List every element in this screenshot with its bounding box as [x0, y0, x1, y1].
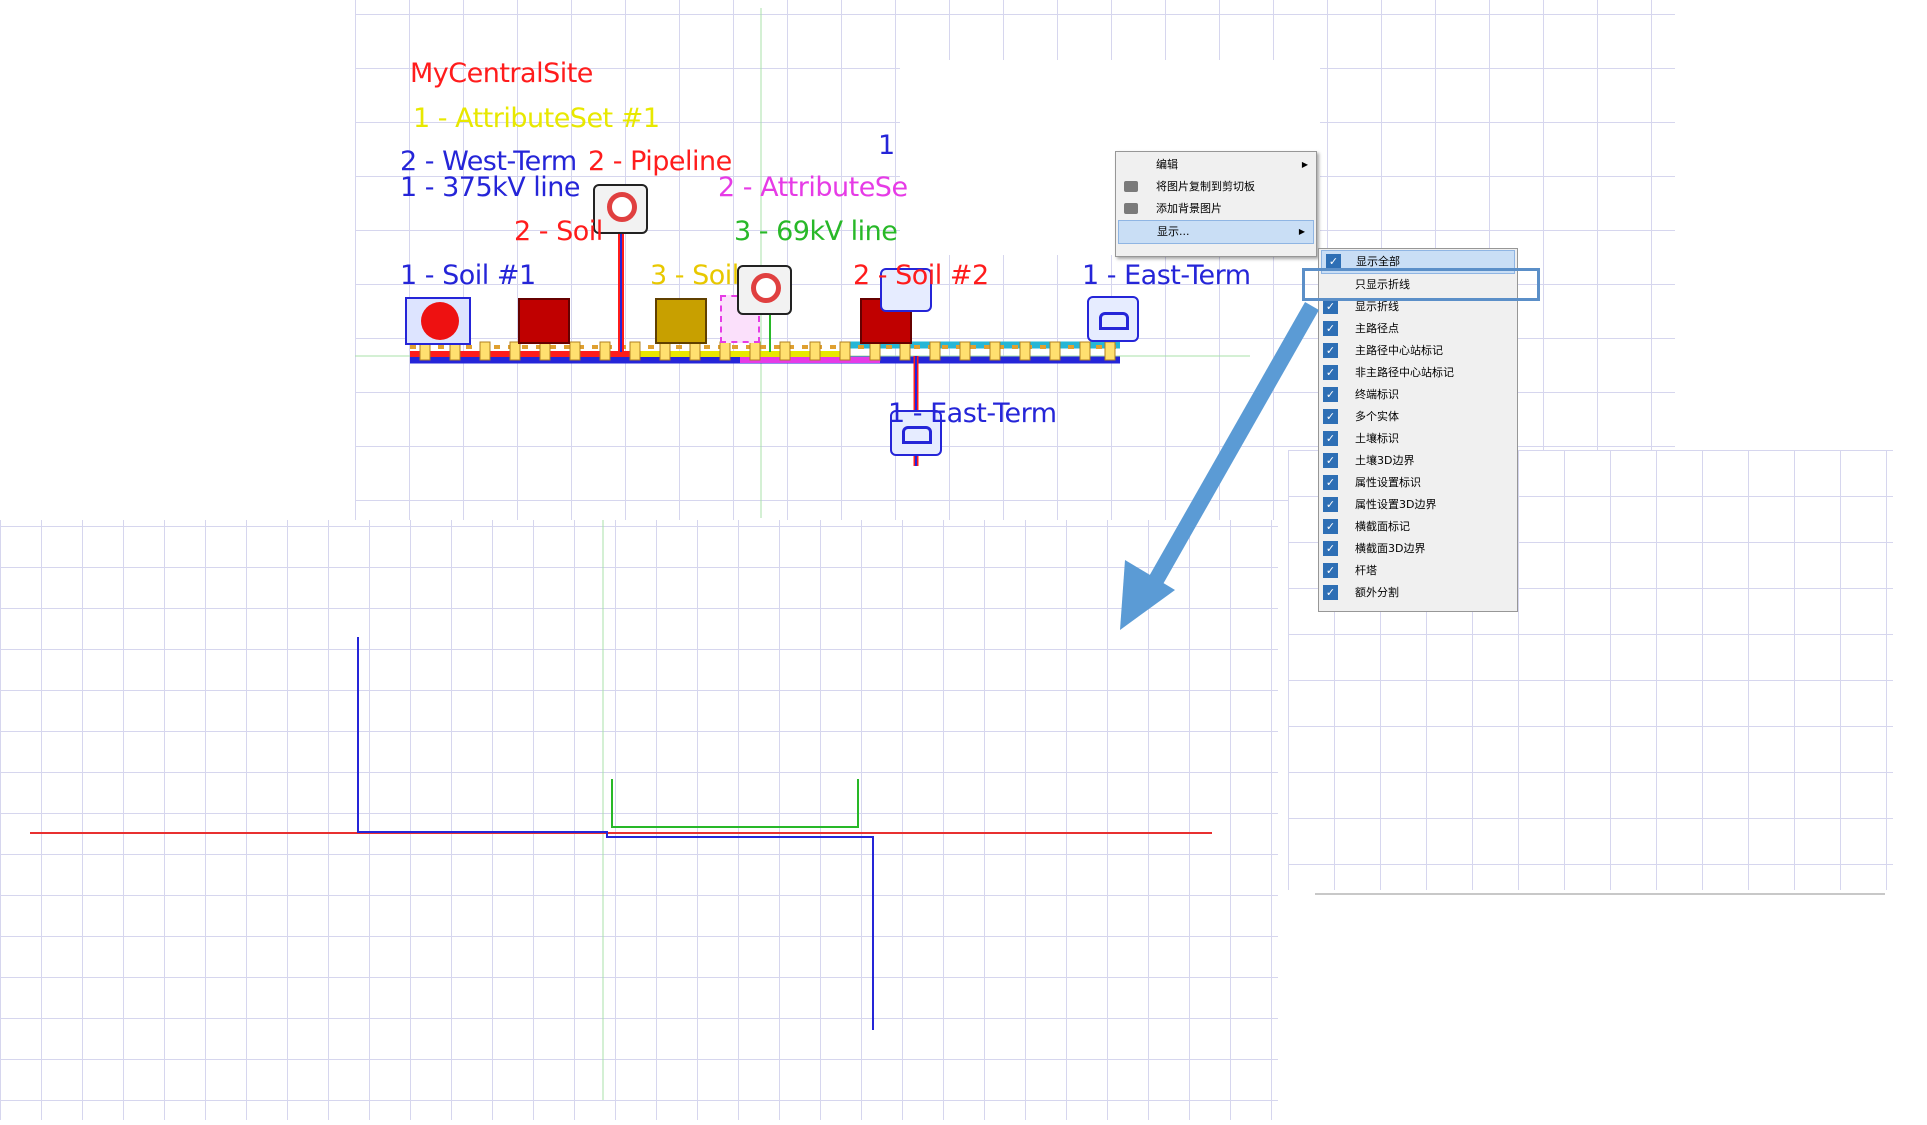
check-icon: ✓	[1323, 519, 1338, 534]
pipeline-label: 2 - Pipeline	[588, 146, 732, 177]
submenu-item-label: 多个实体	[1355, 410, 1399, 423]
check-icon: ✓	[1323, 497, 1338, 512]
display-submenu: ✓ 显示全部 只显示折线 ✓ 显示折线 ✓ 主路径点 ✓ 主路径中心站标记 ✓ …	[1318, 248, 1518, 612]
add-background-icon	[1124, 203, 1138, 214]
submenu-item-terminal-markers[interactable]: ✓ 终端标识	[1319, 384, 1517, 406]
grid-bottom-edge	[1315, 893, 1885, 895]
menu-item-display-label: 显示...	[1157, 225, 1190, 238]
check-icon: ✓	[1323, 563, 1338, 578]
check-icon: ✓	[1323, 409, 1338, 424]
menu-item-add-background[interactable]: 添加背景图片	[1116, 198, 1316, 220]
east-term-node[interactable]	[1087, 296, 1139, 342]
check-icon: ✓	[1323, 541, 1338, 556]
site-name-label: MyCentralSite	[410, 58, 593, 89]
check-icon: ✓	[1323, 453, 1338, 468]
soil-1-circle	[421, 302, 459, 340]
soil-2-label: 2 - Soil #2	[853, 260, 989, 291]
callout-arrow-shaft	[1148, 302, 1319, 586]
east-term-label: 1 - East-Term	[1082, 260, 1251, 291]
375kv-line-label: 1 - 375kV line	[400, 172, 581, 203]
submenu-item-attribute-set-markers[interactable]: ✓ 属性设置标识	[1319, 472, 1517, 494]
bottom-polyline-grid	[0, 520, 1278, 1120]
submenu-item-label: 主路径中心站标记	[1355, 344, 1443, 357]
69kv-line-label: 3 - 69kV line	[734, 216, 898, 247]
east-term-lower-building-icon	[902, 426, 932, 444]
pipeline-target-ring	[607, 192, 637, 222]
stray-1-label: 1	[878, 130, 895, 161]
submenu-item-attribute-set-3d-boundary[interactable]: ✓ 属性设置3D边界	[1319, 494, 1517, 516]
check-icon: ✓	[1323, 431, 1338, 446]
submenu-arrow-icon: ▶	[1298, 227, 1305, 236]
soil-2-top-node[interactable]	[518, 298, 570, 344]
west-term-soil2-icon[interactable]	[880, 268, 932, 312]
check-icon: ✓	[1323, 475, 1338, 490]
menu-item-add-background-label: 添加背景图片	[1156, 202, 1222, 215]
submenu-item-label: 主路径点	[1355, 322, 1399, 335]
submenu-arrow-icon: ▶	[1301, 160, 1308, 169]
submenu-item-label: 属性设置3D边界	[1355, 498, 1437, 511]
submenu-item-label: 横截面3D边界	[1355, 542, 1426, 555]
callout-arrow-head	[1120, 560, 1175, 630]
submenu-item-main-path-points[interactable]: ✓ 主路径点	[1319, 318, 1517, 340]
east-term-lower-node[interactable]	[890, 410, 942, 456]
submenu-item-extra-splits[interactable]: ✓ 额外分割	[1319, 582, 1517, 604]
submenu-item-towers[interactable]: ✓ 杆塔	[1319, 560, 1517, 582]
menu-item-edit-label: 编辑	[1156, 158, 1178, 171]
menu-item-copy-image[interactable]: 将图片复制到剪切板	[1116, 176, 1316, 198]
check-icon: ✓	[1323, 365, 1338, 380]
soil-3-node[interactable]	[655, 298, 707, 344]
menu-item-copy-image-label: 将图片复制到剪切板	[1156, 180, 1255, 193]
right-side-grid	[1288, 450, 1893, 890]
soil-3-label: 3 - Soil	[650, 260, 739, 291]
attribute-set-2-label: 2 - AttributeSe	[718, 172, 908, 203]
attribute-set-1-label: 1 - AttributeSet #1	[413, 103, 660, 134]
check-icon: ✓	[1323, 321, 1338, 336]
submenu-item-label: 横截面标记	[1355, 520, 1410, 533]
polyline-green-path	[611, 779, 859, 828]
menu-item-edit[interactable]: 编辑 ▶	[1116, 154, 1316, 176]
submenu-item-label: 土壤标识	[1355, 432, 1399, 445]
check-icon: ✓	[1323, 299, 1338, 314]
check-icon: ✓	[1326, 254, 1341, 269]
submenu-item-soil-markers[interactable]: ✓ 土壤标识	[1319, 428, 1517, 450]
submenu-item-label: 土壤3D边界	[1355, 454, 1415, 467]
submenu-item-soil-3d-boundary[interactable]: ✓ 土壤3D边界	[1319, 450, 1517, 472]
submenu-item-multiple-entities[interactable]: ✓ 多个实体	[1319, 406, 1517, 428]
submenu-item-label: 只显示折线	[1355, 278, 1410, 291]
submenu-item-label: 终端标识	[1355, 388, 1399, 401]
check-icon: ✓	[1323, 343, 1338, 358]
pipeline-target-icon[interactable]	[593, 184, 648, 234]
west-term-label: 2 - West-Term	[400, 146, 577, 177]
submenu-item-label: 非主路径中心站标记	[1355, 366, 1454, 379]
submenu-item-show-polyline[interactable]: ✓ 显示折线	[1319, 296, 1517, 318]
check-icon: ✓	[1323, 387, 1338, 402]
soil-2-top-label: 2 - Soil	[514, 216, 603, 247]
submenu-item-label: 属性设置标识	[1355, 476, 1421, 489]
east-term-building-icon	[1099, 312, 1129, 330]
attribute-target-icon[interactable]	[737, 265, 792, 315]
submenu-item-label: 显示折线	[1355, 300, 1399, 313]
submenu-item-non-main-path-hub-markers[interactable]: ✓ 非主路径中心站标记	[1319, 362, 1517, 384]
highlight-box	[1302, 268, 1540, 301]
context-menu: 编辑 ▶ 将图片复制到剪切板 添加背景图片 显示... ▶	[1115, 151, 1317, 257]
submenu-item-cross-section-markers[interactable]: ✓ 横截面标记	[1319, 516, 1517, 538]
submenu-item-cross-section-3d-boundary[interactable]: ✓ 横截面3D边界	[1319, 538, 1517, 560]
polyline-blue-path	[357, 637, 874, 1030]
menu-item-display[interactable]: 显示... ▶	[1118, 220, 1314, 244]
check-icon: ✓	[1323, 585, 1338, 600]
soil-1-label: 1 - Soil #1	[400, 260, 536, 291]
submenu-item-polyline-only[interactable]: 只显示折线	[1319, 274, 1517, 296]
submenu-item-label: 额外分割	[1355, 586, 1399, 599]
copy-image-icon	[1124, 181, 1138, 192]
attribute-target-ring	[751, 273, 781, 303]
submenu-item-main-path-hub-markers[interactable]: ✓ 主路径中心站标记	[1319, 340, 1517, 362]
submenu-item-label: 显示全部	[1356, 255, 1400, 268]
soil-1-node[interactable]	[405, 297, 471, 345]
east-term-lower-label: 1 - East-Term	[888, 398, 1057, 429]
submenu-item-label: 杆塔	[1355, 564, 1377, 577]
